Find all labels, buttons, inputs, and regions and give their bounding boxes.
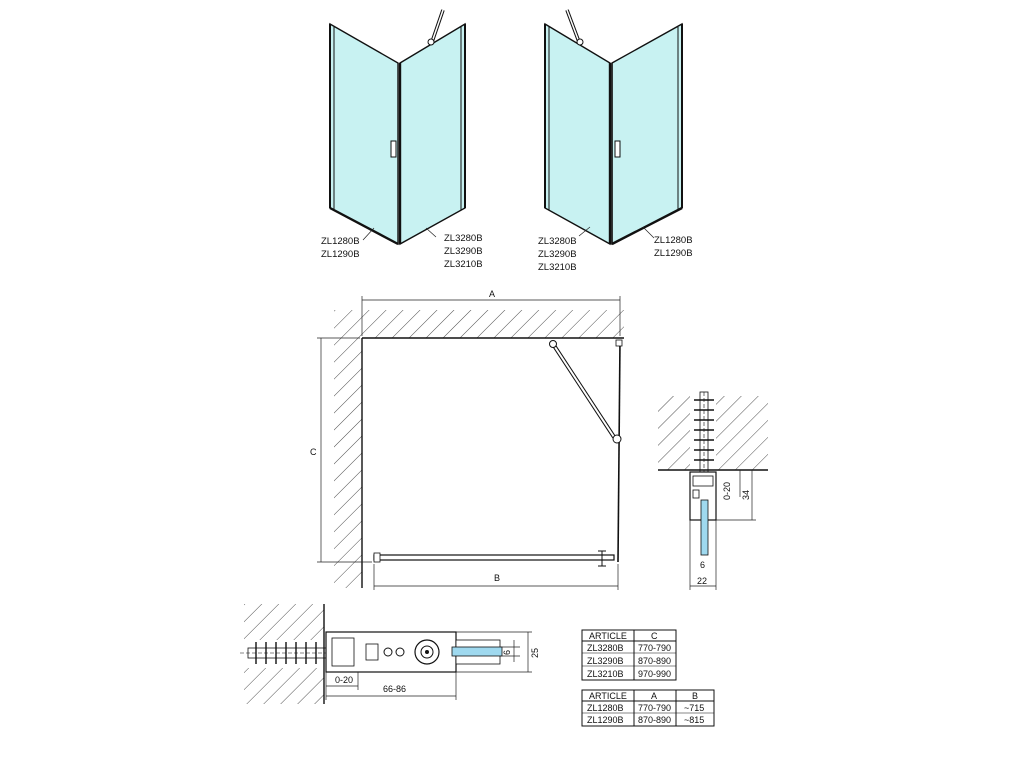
panel-code-1: ZL1280B: [321, 236, 360, 247]
table-cell: ZL3210B: [587, 669, 624, 679]
table-cell: 770-790: [638, 643, 671, 653]
panel-code-2: ZL1290B: [654, 248, 693, 259]
table-cell: 870-890: [638, 715, 671, 725]
table-cell: 770-790: [638, 703, 671, 713]
table-header: C: [651, 631, 658, 641]
table-cell: ZL3290B: [587, 656, 624, 666]
wall-code-3: ZL3210B: [444, 259, 483, 270]
glass-wall-panel: [544, 22, 611, 246]
wall-code-2: ZL3290B: [538, 249, 577, 260]
table-article-c: ARTICLE C ZL3280B 770-790 ZL3290B 870-89…: [581, 629, 677, 681]
table-article-ab: ARTICLE A B ZL1280B 770-790 ~715 ZL1290B…: [581, 689, 715, 727]
dim-width: 22: [697, 576, 707, 586]
glass-section: [700, 499, 709, 556]
dim-b-label: B: [494, 573, 500, 583]
wall-code-2: ZL3290B: [444, 246, 483, 257]
table-header: A: [651, 691, 657, 701]
panel-code-2: ZL1290B: [321, 249, 360, 260]
wall-panel-plan: [373, 554, 615, 561]
table-cell: 970-990: [638, 669, 671, 679]
glass-door-panel: [329, 22, 399, 246]
dim-range: 66-86: [383, 684, 406, 694]
table-cell: ZL3280B: [587, 643, 624, 653]
wall-code-1: ZL3280B: [444, 233, 483, 244]
wall-anchor: [694, 391, 714, 475]
profile-detail-vertical: 0-20 34 6 22: [658, 391, 768, 590]
glass-section: [451, 646, 503, 657]
iso-view-right: ZL3280B ZL3290B ZL3210B ZL1280B ZL1290B: [538, 9, 693, 273]
dim-c-label: C: [310, 447, 317, 457]
glass-door-panel: [611, 22, 683, 246]
table-header: ARTICLE: [589, 631, 627, 641]
dim-glass: 6: [502, 650, 512, 655]
table-cell: ~715: [684, 703, 704, 713]
door-handle: [390, 140, 397, 158]
table-header: B: [692, 691, 698, 701]
table-cell: ~815: [684, 715, 704, 725]
panel-code-1: ZL1280B: [654, 235, 693, 246]
dim-a-label: A: [489, 289, 495, 299]
dim-adjust: 0-20: [335, 675, 353, 685]
glass-wall-panel: [399, 22, 466, 246]
iso-view-left: ZL1280B ZL1290B ZL3280B ZL3290B ZL3210B: [321, 9, 483, 270]
wall-code-3: ZL3210B: [538, 262, 577, 273]
table-header: ARTICLE: [589, 691, 627, 701]
dim-height: 25: [530, 648, 540, 658]
wall-code-1: ZL3280B: [538, 236, 577, 247]
profile-detail-horizontal: 6 25 0-20 66-86: [240, 604, 540, 704]
table-cell: ZL1290B: [587, 715, 624, 725]
table-cell: ZL1280B: [587, 703, 624, 713]
door-handle: [614, 140, 621, 158]
door-panel-plan: [617, 339, 621, 563]
dim-glass: 6: [700, 560, 705, 570]
dim-depth: 34: [741, 490, 751, 500]
plan-view: A C B: [310, 289, 624, 590]
table-cell: 870-890: [638, 656, 671, 666]
dim-adjust: 0-20: [722, 482, 732, 500]
